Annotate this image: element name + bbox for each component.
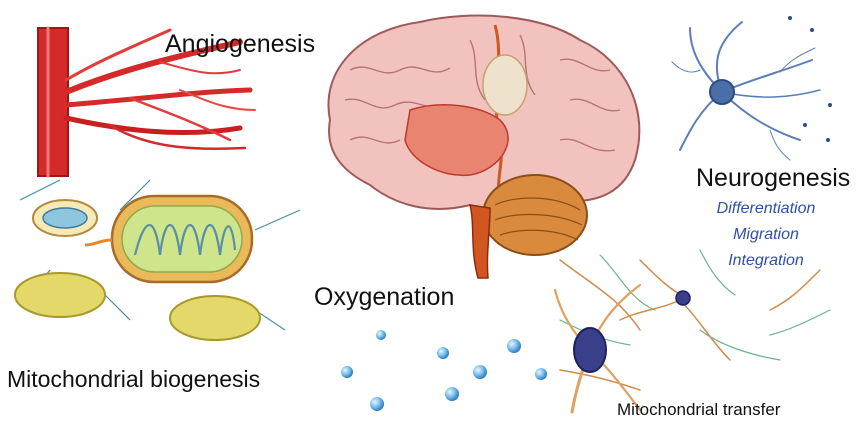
oxygen-bubble	[507, 339, 521, 353]
neurogenesis-steps: Differentiation Migration Integration	[700, 196, 832, 274]
oxygen-bubble	[473, 365, 487, 379]
step-migration: Migration	[733, 226, 799, 243]
oxygen-bubble	[370, 397, 384, 411]
oxygen-bubble	[341, 366, 353, 378]
step-differentiation: Differentiation	[716, 200, 816, 217]
step-integration: Integration	[728, 252, 804, 269]
mitochondrial-transfer-label: Mitochondrial transfer	[617, 400, 781, 419]
neurogenesis-label: Neurogenesis	[696, 164, 851, 192]
oxygen-bubble	[445, 387, 459, 401]
oxygenation-label: Oxygenation	[314, 283, 455, 311]
oxygen-bubble	[437, 347, 449, 359]
angiogenesis-label: Angiogenesis	[165, 30, 316, 58]
oxygen-bubble	[376, 330, 386, 340]
oxygen-bubble	[535, 368, 547, 380]
mitochondrial-biogenesis-label: Mitochondrial biogenesis	[7, 366, 261, 392]
